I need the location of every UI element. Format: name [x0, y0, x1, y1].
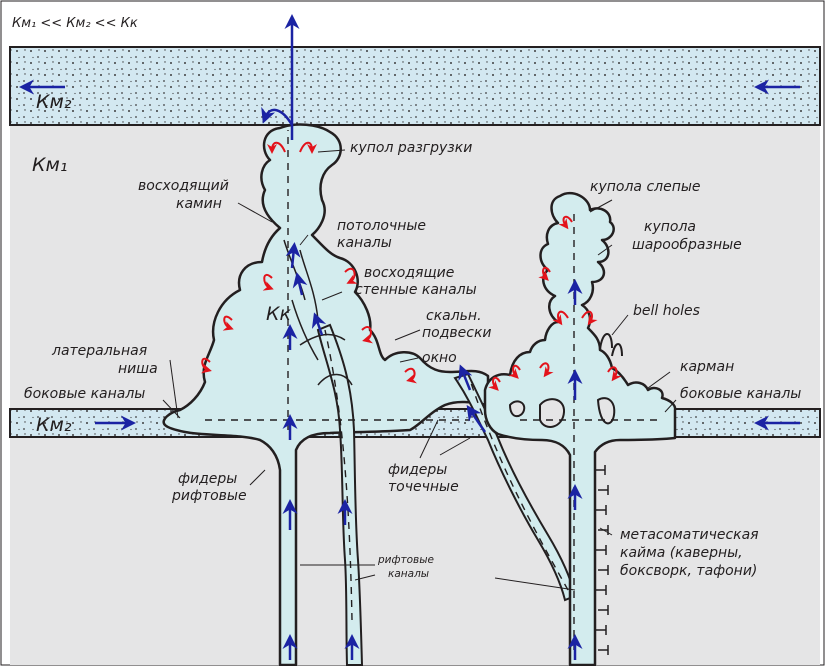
label-blind-domes: купола слепые: [590, 179, 701, 195]
upper-aquifer-layer: [10, 47, 820, 125]
label-window: окно: [422, 350, 457, 366]
layer-label-km2-upper: Км₂: [36, 91, 72, 113]
layer-label-km1: Км₁: [32, 154, 67, 176]
label-dome-discharge: купол разгрузки: [350, 140, 472, 156]
label-chimney-2: камин: [176, 196, 222, 212]
layer-label-kk: Кк: [266, 303, 291, 325]
label-metasomatic-3: боксворк, тафони): [620, 563, 757, 579]
label-chimney-1: восходящий: [138, 178, 229, 194]
label-rift-channels-1: рифтовые: [377, 554, 434, 566]
label-metasomatic-1: метасоматическая: [620, 527, 759, 543]
label-spherical-2: шарообразные: [632, 237, 742, 253]
label-spherical-1: купола: [644, 219, 696, 235]
label-wall-1: восходящие: [364, 265, 454, 281]
label-lateral-1: латеральная: [51, 343, 147, 359]
rock-pillar-2: [540, 399, 564, 427]
label-wall-2: стенные каналы: [355, 282, 477, 298]
relation-header: Км₁ << Км₂ << Кк: [12, 16, 138, 31]
rock-pillar-1: [510, 401, 524, 416]
layer-label-km2-lower: Км₂: [36, 414, 72, 436]
label-side-channels-right: боковые каналы: [680, 386, 801, 402]
label-ceiling-2: каналы: [337, 235, 392, 251]
label-ceiling-1: потолочные: [337, 218, 426, 234]
label-side-channels-left: боковые каналы: [24, 386, 145, 402]
label-rift-channels-2: каналы: [388, 568, 429, 580]
label-point-feeders-2: точечные: [388, 479, 459, 495]
label-pocket: карман: [680, 359, 734, 375]
label-point-feeders-1: фидеры: [388, 462, 447, 478]
label-pendant-1: скальн.: [426, 308, 482, 324]
label-metasomatic-2: кайма (каверны,: [620, 545, 743, 561]
label-pendant-2: подвески: [422, 325, 492, 341]
label-rift-feeders-2: рифтовые: [171, 488, 247, 504]
label-bell-holes: bell holes: [633, 303, 700, 319]
label-lateral-2: ниша: [118, 361, 158, 377]
label-rift-feeders-1: фидеры: [178, 471, 237, 487]
